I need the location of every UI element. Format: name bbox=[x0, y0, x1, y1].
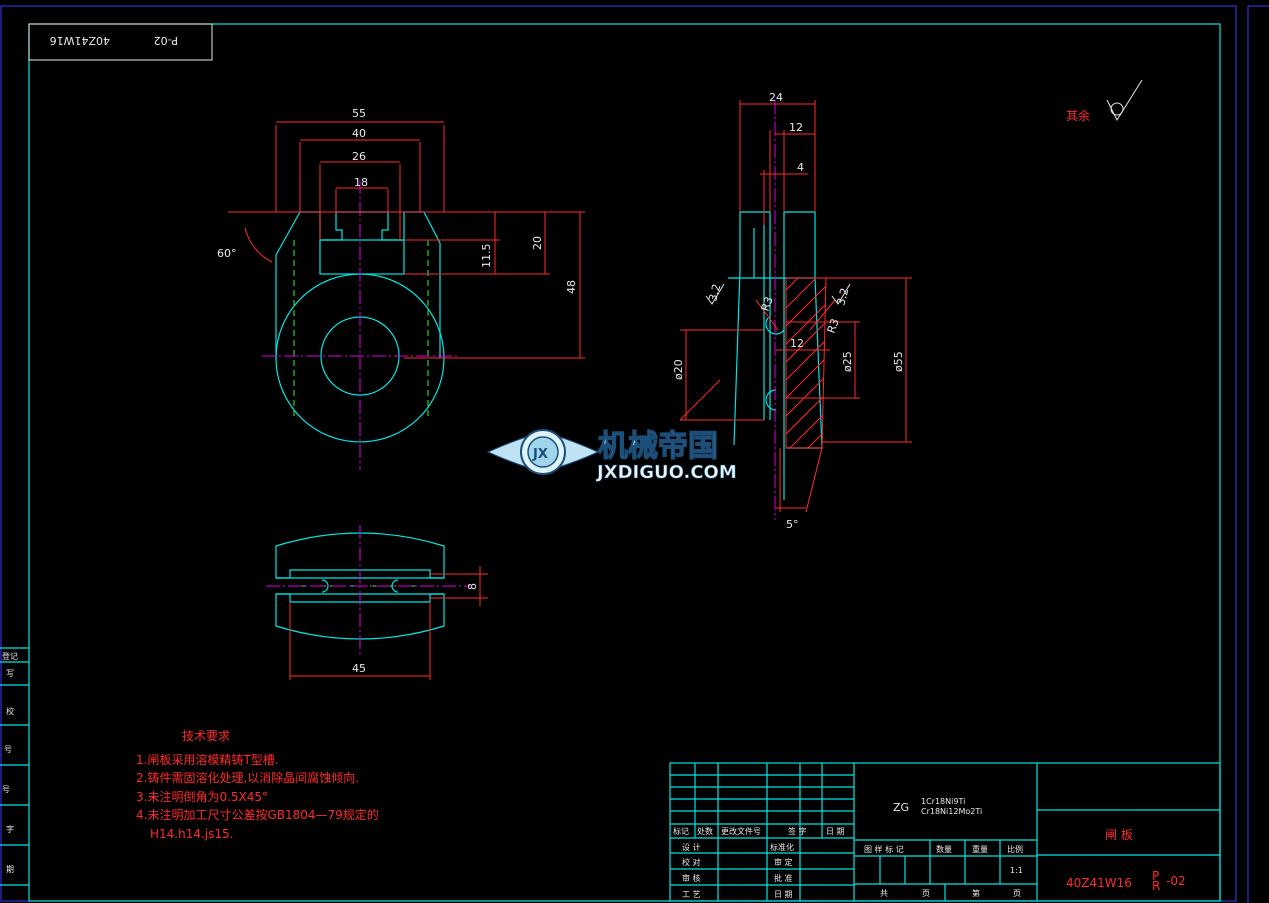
tech-requirements: 技术要求 1.闸板采用溶模精铸T型槽. 2.铸件需固溶化处理,以消除晶间腐蚀倾向… bbox=[136, 729, 379, 841]
dim-48: 48 bbox=[565, 280, 578, 294]
part-name: 闸 板 bbox=[1105, 828, 1133, 842]
sign-row-0-b: 标准化 bbox=[770, 842, 794, 852]
dim-4: 4 bbox=[797, 161, 804, 174]
drawing-number: 40Z41W16 bbox=[1066, 876, 1132, 890]
drawing-suffix-bottom: R bbox=[1152, 879, 1160, 893]
bottom-view: 8 45 bbox=[266, 525, 488, 680]
tech-item-1: 1.闸板采用溶模精铸T型槽. bbox=[136, 752, 279, 767]
dim-12b: 12 bbox=[790, 337, 804, 350]
material-line1: 1Cr18Ni9Ti bbox=[921, 797, 965, 806]
watermark-url: JXDIGUO.COM bbox=[595, 462, 737, 483]
sign-row-1-b: 审 定 bbox=[774, 857, 793, 867]
left-strip-label-6: 期 bbox=[6, 865, 14, 874]
sheet-label-3: 页 bbox=[1013, 889, 1021, 898]
rough-left: 3.2 bbox=[706, 283, 723, 303]
sign-row-2-a: 审 核 bbox=[682, 873, 701, 883]
dim-20: 20 bbox=[531, 236, 544, 250]
section-view: 24 12 4 12 ø20 ø25 ø55 5° R3 R3 3.2 3.2 bbox=[672, 91, 912, 531]
hatched-section bbox=[785, 277, 827, 449]
dim-12: 12 bbox=[789, 121, 803, 134]
dim-5-deg: 5° bbox=[786, 518, 799, 531]
info-header-2: 重量 bbox=[972, 844, 988, 854]
rev-header-3: 签 字 bbox=[788, 826, 807, 836]
rev-header-1: 处数 bbox=[697, 826, 713, 836]
watermark-logo-icon: JX bbox=[486, 429, 600, 475]
number-box-suffix: P-02 bbox=[154, 34, 178, 47]
tech-item-3: 3.未注明倒角为0.5X45° bbox=[136, 789, 268, 804]
dim-55: 55 bbox=[352, 107, 366, 120]
sheet-label-0: 共 bbox=[880, 889, 888, 898]
sign-row-2-b: 批 准 bbox=[774, 873, 793, 883]
tech-item-2: 2.铸件需固溶化处理,以消除晶间腐蚀倾向. bbox=[136, 770, 359, 785]
material-line2: Cr18Ni12Mo2Ti bbox=[921, 807, 982, 816]
scale-value: 1:1 bbox=[1010, 866, 1023, 875]
dim-26: 26 bbox=[352, 150, 366, 163]
sheet-label-2: 第 bbox=[972, 888, 980, 898]
front-view: 55 40 26 18 11.5 20 48 60° bbox=[217, 107, 585, 470]
rev-header-0: 标记 bbox=[673, 826, 689, 836]
dim-d25: ø25 bbox=[841, 351, 854, 372]
drawing-suffix: -02 bbox=[1166, 874, 1186, 888]
sheet-label-1: 页 bbox=[922, 889, 930, 898]
dim-24: 24 bbox=[769, 91, 783, 104]
info-header-3: 比例 bbox=[1007, 844, 1023, 854]
dim-d20: ø20 bbox=[672, 359, 685, 380]
tech-title: 技术要求 bbox=[182, 729, 230, 743]
info-header-0: 图 样 标 记 bbox=[864, 844, 904, 854]
watermark: JX 机械帝国 JXDIGUO.COM bbox=[486, 428, 737, 483]
dim-18: 18 bbox=[354, 176, 368, 189]
dim-d55: ø55 bbox=[892, 351, 905, 372]
number-box: 40Z41W16 P-02 bbox=[28, 23, 213, 61]
rev-header-4: 日 期 bbox=[826, 827, 845, 836]
material-prefix: ZG bbox=[893, 801, 909, 814]
left-strip-label-3: 号 bbox=[4, 745, 12, 754]
left-strip-label-2: 校 bbox=[6, 706, 14, 716]
dim-60-deg: 60° bbox=[217, 247, 237, 260]
dim-45: 45 bbox=[352, 662, 366, 675]
sign-row-3-b: 日 期 bbox=[774, 890, 793, 899]
tech-item-5: H14.h14.js15. bbox=[150, 827, 233, 841]
sign-row-0-a: 设 计 bbox=[682, 842, 701, 852]
dim-11-5: 11.5 bbox=[480, 244, 493, 269]
left-strip: 登记 写 校 号 号 字 期 bbox=[0, 647, 29, 886]
left-strip-label-5: 字 bbox=[6, 824, 14, 834]
surface-note: 其余 bbox=[1066, 79, 1143, 123]
tech-item-4: 4.未注明加工尺寸公差按GB1804—79规定的 bbox=[136, 807, 379, 822]
rev-header-2: 更改文件号 bbox=[721, 826, 761, 836]
watermark-logo-text: JX bbox=[532, 447, 548, 462]
watermark-title: 机械帝国 bbox=[598, 429, 718, 464]
left-strip-label-4: 号 bbox=[2, 785, 10, 794]
dim-r-left: R3 bbox=[759, 295, 776, 313]
drawing-suffix-top: P bbox=[1152, 869, 1159, 883]
title-block: 标记 处数 更改文件号 签 字 日 期 设 计 标准化 校 对 审 定 审 核 … bbox=[669, 762, 1221, 902]
dim-40: 40 bbox=[352, 127, 366, 140]
dim-r-right: R3 bbox=[825, 317, 842, 335]
dim-8: 8 bbox=[466, 583, 479, 590]
sign-row-3-a: 工 艺 bbox=[682, 890, 701, 899]
left-strip-label-0: 登记 bbox=[2, 651, 18, 661]
surface-note-text: 其余 bbox=[1066, 108, 1090, 123]
number-box-text: 40Z41W16 bbox=[50, 34, 110, 47]
drawing-frame bbox=[0, 5, 1269, 903]
left-strip-label-1: 写 bbox=[6, 669, 14, 678]
sign-row-1-a: 校 对 bbox=[682, 857, 701, 867]
info-header-1: 数量 bbox=[936, 844, 952, 854]
